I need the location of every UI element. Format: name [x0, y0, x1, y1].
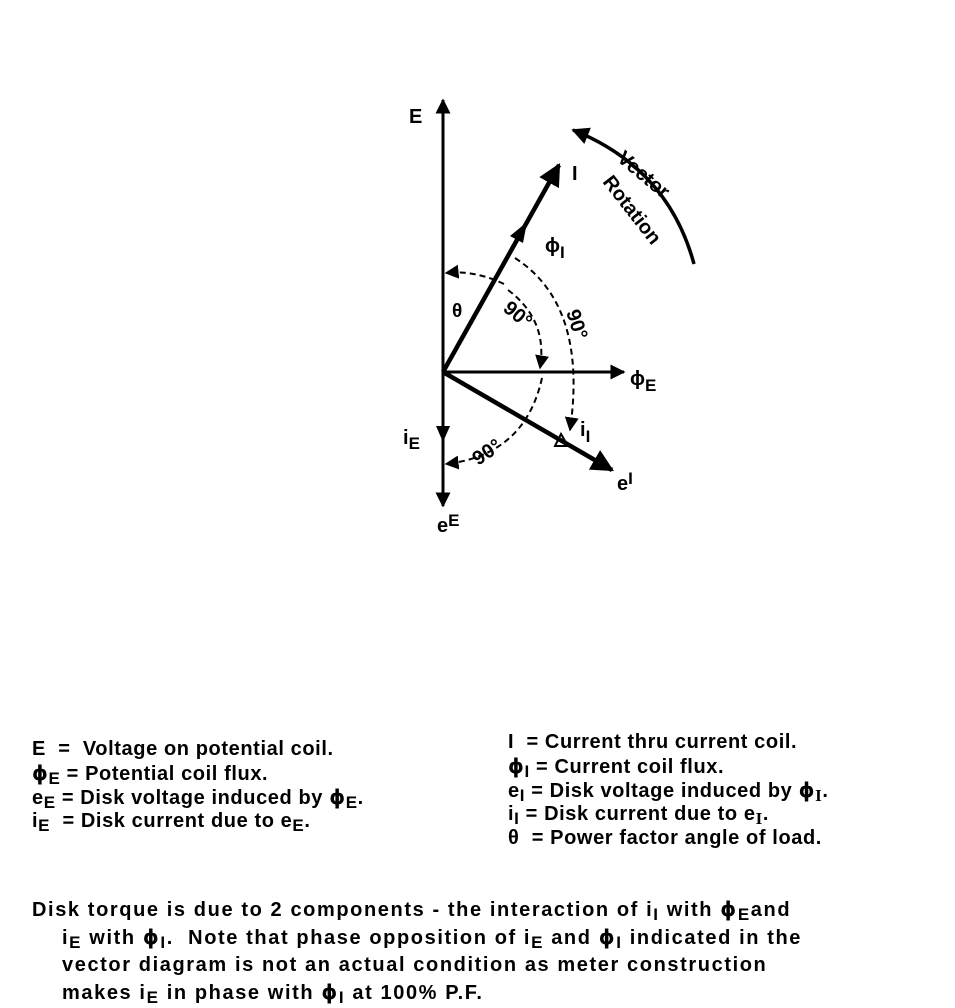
- label-theta: θ: [452, 301, 462, 322]
- label-I: I: [572, 163, 578, 185]
- label-phiE: ϕE: [630, 368, 656, 395]
- label-phiI: ϕI: [545, 235, 565, 262]
- rotation-arc: [571, 127, 696, 265]
- phiI-arrowhead: [510, 222, 527, 243]
- legend-left-item: E = Voltage on potential coil.: [32, 738, 334, 760]
- vector-I: [441, 163, 561, 374]
- label-eI: eI: [617, 469, 633, 495]
- label-E: E: [409, 106, 422, 128]
- legend-left-item: ϕE = Potential coil flux.: [32, 761, 269, 788]
- label-iI: iI: [580, 419, 590, 446]
- arc-phiI-to-phiE-inner: [507, 289, 549, 370]
- note-line: vector diagram is not an actual conditio…: [62, 954, 768, 976]
- legend-left-item: eE = Disk voltage induced by ϕE.: [32, 785, 364, 812]
- phasor-diagram: Vector Rotation E I ϕI ϕE iE eE iI eI θ …: [403, 98, 696, 537]
- label-eE: eE: [437, 511, 459, 537]
- note-line: Disk torque is due to 2 components - the…: [32, 897, 792, 924]
- note-line: makes iE in phase with ϕI at 100% P.F.: [62, 980, 484, 1007]
- label-iE: iE: [403, 427, 420, 453]
- legend-right-item: ϕI = Current coil flux.: [508, 754, 725, 781]
- angle-label-lower: 90°: [468, 435, 505, 470]
- legend-left-item: iE = Disk current due to eE.: [32, 810, 311, 835]
- iI-arrowhead: [553, 431, 570, 447]
- legend-left: E = Voltage on potential coil. ϕE = Pote…: [32, 737, 364, 835]
- arc-phiI-to-iI-outer: [514, 257, 579, 432]
- arc-iI-to-iE: [444, 377, 543, 470]
- legend-right: I = Current thru current coil. ϕI = Curr…: [508, 730, 828, 850]
- legend-right-item: θ = Power factor angle of load.: [508, 827, 822, 849]
- vector-eI: [441, 370, 614, 472]
- note-line: iE with ϕI. Note that phase opposition o…: [62, 925, 803, 952]
- legend-right-item: I = Current thru current coil.: [508, 731, 798, 753]
- iE-arrowhead: [436, 426, 450, 442]
- torque-note: Disk torque is due to 2 components - the…: [32, 896, 802, 1007]
- angle-label-upper-left: 90°: [499, 297, 536, 333]
- theta-arc: [444, 264, 505, 285]
- angle-label-upper-right: 90°: [561, 307, 591, 343]
- legend-right-item: eI = Disk voltage induced by ϕI.: [508, 778, 829, 805]
- legend-right-item: iI = Disk current due to eI.: [508, 803, 770, 828]
